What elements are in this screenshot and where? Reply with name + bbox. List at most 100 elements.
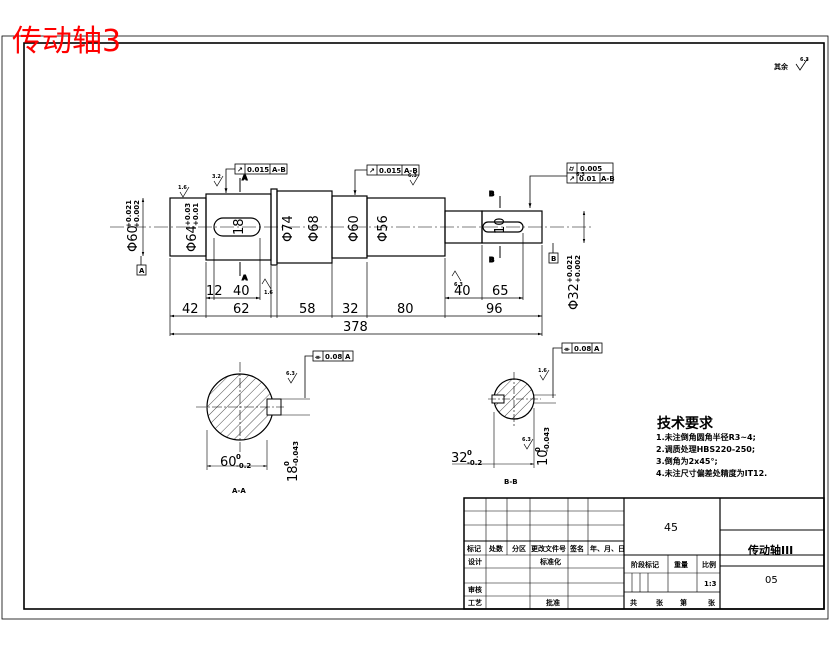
dim-d60-tol-upper: +0.021 bbox=[125, 200, 133, 228]
section-bb-key: 10 bbox=[536, 449, 551, 466]
svg-text:1.6: 1.6 bbox=[178, 185, 187, 191]
svg-text:A: A bbox=[594, 345, 600, 353]
dim-l65: 65 bbox=[492, 284, 509, 299]
outer-border bbox=[1, 35, 829, 620]
inner-border bbox=[23, 42, 825, 610]
tolerance-frame-5: ⌯ 0.08 A bbox=[304, 350, 354, 398]
tb-weight: 重量 bbox=[674, 560, 688, 569]
datum-a-label: A bbox=[139, 267, 145, 275]
svg-text:0.015: 0.015 bbox=[247, 166, 269, 174]
tb-scale: 比例 bbox=[702, 560, 716, 569]
tb-part-name: 传动轴III bbox=[747, 543, 793, 557]
svg-text:⌯: ⌯ bbox=[314, 353, 321, 361]
svg-text:A-B: A-B bbox=[601, 175, 615, 183]
svg-text:6.3: 6.3 bbox=[576, 172, 585, 178]
keyway-right bbox=[482, 221, 524, 233]
tech-title: 技术要求 bbox=[657, 415, 714, 432]
datum-b-label: B bbox=[551, 255, 556, 263]
svg-text:↗: ↗ bbox=[569, 175, 575, 183]
dim-d64-tol-upper: +0.03 bbox=[184, 203, 192, 226]
roughness-values: 1.6 3.2 6.3 1.6 6.3 6.3 1.6 6.3 6.3 bbox=[178, 172, 585, 443]
roughness-mark-8 bbox=[523, 438, 534, 450]
diameter-dims: Φ60 +0.021 +0.002 Φ64 +0.03 +0.01 Φ74 Φ6… bbox=[125, 198, 586, 310]
datum-a: A bbox=[136, 256, 147, 276]
tb-standardization: 标准化 bbox=[539, 557, 561, 566]
svg-text:↗: ↗ bbox=[237, 166, 243, 174]
section-b-bottom: B bbox=[489, 256, 494, 264]
dim-d32-tol-lower: +0.002 bbox=[574, 255, 582, 283]
tb-drawing-no: 05 bbox=[765, 575, 778, 586]
svg-text:1.6: 1.6 bbox=[538, 368, 547, 374]
dim-l12: 12 bbox=[206, 284, 223, 299]
tech-requirements: 技术要求 1.未注倒角圆角半径R3~4; 2.调质处理HBS220-250; 3… bbox=[656, 415, 767, 478]
tolerance-frame-1: ↗ 0.015 A-B bbox=[224, 163, 288, 193]
svg-text:6.3: 6.3 bbox=[286, 371, 295, 377]
dim-l40: 40 bbox=[233, 284, 250, 299]
svg-text:A-B: A-B bbox=[404, 167, 418, 175]
dim-d64: Φ64 bbox=[185, 225, 200, 252]
section-b-top: B bbox=[489, 190, 494, 198]
dim-l80: 80 bbox=[397, 302, 414, 317]
svg-text:A-B: A-B bbox=[272, 166, 286, 174]
section-bb-key-tol-lower: -0.043 bbox=[543, 427, 551, 452]
tech-item-2: 2.调质处理HBS220-250; bbox=[656, 444, 755, 454]
tolerance-frame-2: ↗ 0.015 A-B bbox=[353, 164, 420, 195]
tb-scale-value: 1:3 bbox=[704, 580, 717, 588]
section-a-top: A bbox=[242, 174, 248, 182]
dim-l58: 58 bbox=[299, 302, 316, 317]
roughness-mark-1 bbox=[179, 186, 190, 198]
roughness-mark-4 bbox=[261, 278, 272, 290]
roughness-symbols bbox=[179, 174, 550, 450]
length-dims bbox=[169, 233, 543, 336]
section-aa-width-tol-lower: -0.2 bbox=[236, 462, 251, 470]
roughness-note-text: 其余 bbox=[774, 62, 789, 71]
length-labels: 42 62 12 40 58 32 80 40 65 96 378 bbox=[182, 284, 509, 335]
dim-keyway-left: 18 bbox=[232, 218, 247, 235]
tb-header-mark: 标记 bbox=[466, 544, 481, 553]
tb-header-sign: 签名 bbox=[569, 544, 584, 553]
shaft-main-view bbox=[110, 188, 592, 266]
section-aa-label: A-A bbox=[232, 487, 246, 495]
dim-d74: Φ74 bbox=[281, 215, 296, 242]
tb-header-date: 年、月、日 bbox=[590, 544, 625, 553]
section-aa-width: 60 bbox=[220, 455, 237, 470]
section-aa: 60 0 -0.2 18 0 -0.043 A-A bbox=[196, 362, 310, 495]
section-a-bottom: A bbox=[242, 274, 248, 282]
roughness-note-value: 6.3 bbox=[800, 57, 809, 63]
tb-header-count: 处数 bbox=[488, 544, 504, 553]
svg-text:↗: ↗ bbox=[369, 167, 375, 175]
dim-d56: Φ56 bbox=[376, 215, 391, 242]
dim-total: 378 bbox=[343, 320, 368, 335]
section-aa-key-tol-lower: -0.043 bbox=[292, 441, 300, 466]
overlay-title: 传动轴3 bbox=[12, 24, 121, 59]
svg-text:6.3: 6.3 bbox=[408, 173, 417, 179]
svg-text:A: A bbox=[345, 353, 351, 361]
dim-d32: Φ32 bbox=[567, 283, 582, 310]
tb-material: 45 bbox=[664, 521, 678, 534]
tb-header-change-doc: 更改文件号 bbox=[531, 544, 566, 553]
dim-d64-tol-lower: +0.01 bbox=[192, 203, 200, 226]
datum-b: B bbox=[548, 243, 559, 264]
roughness-note: 其余 6.3 bbox=[774, 57, 809, 71]
dim-d60b: Φ60 bbox=[347, 215, 362, 242]
svg-text:0.08: 0.08 bbox=[325, 353, 342, 361]
tolerance-frame-4: ↗ 0.01 A-B bbox=[528, 172, 615, 208]
dim-d32-tol-upper: +0.021 bbox=[566, 255, 574, 283]
tb-sheets-total: 共 bbox=[630, 598, 637, 607]
svg-text:6.3: 6.3 bbox=[522, 437, 531, 443]
section-bb: 32 0 -0.2 10 0 -0.043 B-B bbox=[451, 372, 556, 486]
tolerance-frame-3: ⌭ 0.005 bbox=[566, 162, 614, 174]
title-block-text: 标记 处数 分区 更改文件号 签名 年、月、日 设计 标准化 审核 工艺 批准 … bbox=[466, 521, 793, 607]
svg-text:0.01: 0.01 bbox=[579, 175, 596, 183]
tb-design: 设计 bbox=[468, 557, 482, 566]
title-block bbox=[463, 497, 825, 610]
tb-sheet-no: 第 bbox=[680, 598, 687, 607]
section-aa-key: 18 bbox=[286, 465, 301, 482]
tb-review: 审核 bbox=[468, 585, 482, 594]
svg-text:3.2: 3.2 bbox=[212, 174, 221, 180]
dim-d68: Φ68 bbox=[307, 215, 322, 242]
tb-sheet-word2: 张 bbox=[708, 598, 716, 607]
dim-d60: Φ60 bbox=[126, 225, 141, 252]
section-bb-width-tol-upper: 0 bbox=[467, 449, 472, 457]
roughness-mark-3 bbox=[409, 174, 420, 186]
